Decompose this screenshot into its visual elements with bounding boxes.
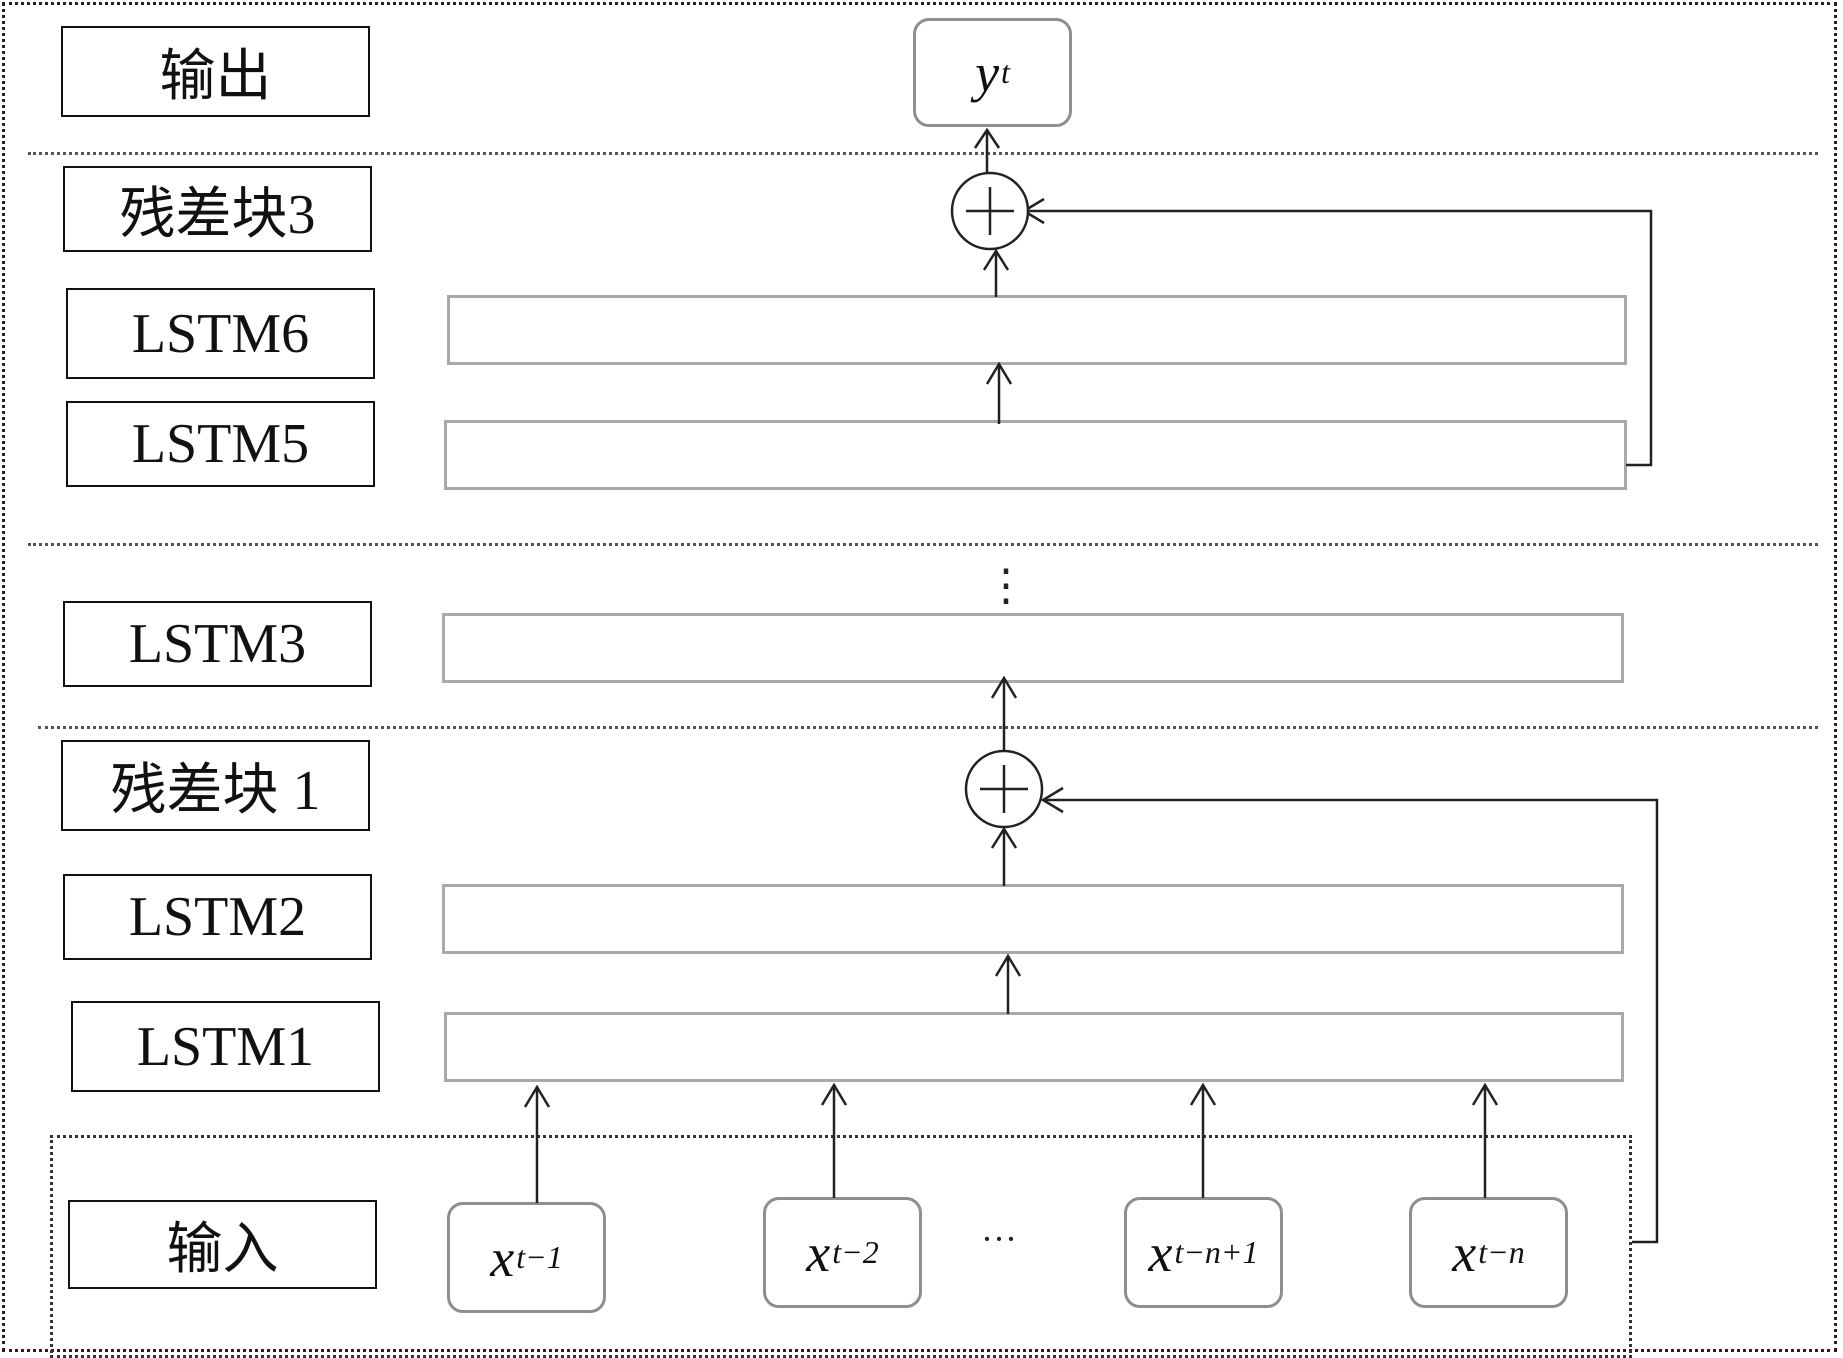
label-residual-block-3: 残差块3 bbox=[63, 166, 372, 252]
lstm5-layer bbox=[444, 420, 1627, 490]
input-node-1-base: x bbox=[490, 1227, 515, 1288]
input-node-2-sub: t−2 bbox=[832, 1234, 879, 1270]
arrowhead-input3-to-lstm1 bbox=[1189, 1082, 1217, 1106]
lstm3-layer bbox=[442, 613, 1624, 683]
residual-skip-block3 bbox=[1024, 209, 1653, 467]
arrowhead-lstm5-to-lstm6 bbox=[985, 361, 1013, 385]
input-group-box bbox=[50, 1135, 1632, 1358]
residual-skip-block1 bbox=[1043, 798, 1659, 1244]
horizontal-ellipsis: ··· bbox=[981, 1219, 1017, 1259]
label-lstm1: LSTM1 bbox=[71, 1001, 380, 1092]
label-input: 输入 bbox=[68, 1200, 377, 1289]
input-node-3-sub: t−n+1 bbox=[1174, 1234, 1259, 1270]
arrowhead-lstm2-to-adder1 bbox=[990, 826, 1018, 849]
arrowhead-skip-block1 bbox=[1040, 786, 1064, 814]
vertical-ellipsis: ⋮ bbox=[984, 561, 1028, 610]
arrowhead-input1-to-lstm1 bbox=[523, 1084, 551, 1108]
input-node-2-base: x bbox=[806, 1222, 831, 1283]
label-lstm6: LSTM6 bbox=[66, 288, 375, 379]
label-lstm2: LSTM2 bbox=[63, 874, 372, 960]
label-residual-block-1: 残差块 1 bbox=[61, 740, 370, 831]
arrowhead-lstm6-to-adder3 bbox=[982, 248, 1010, 271]
lstm2-layer bbox=[442, 884, 1624, 954]
input-node-4-base: x bbox=[1452, 1222, 1477, 1283]
arrowhead-adder3-to-output bbox=[973, 127, 1001, 149]
label-output: 输出 bbox=[61, 26, 370, 117]
divider-output bbox=[28, 152, 1818, 155]
arrowhead-lstm1-to-lstm2 bbox=[994, 953, 1022, 977]
output-node-sub: t bbox=[1001, 54, 1010, 90]
arrowhead-input4-to-lstm1 bbox=[1471, 1082, 1499, 1106]
divider-block3 bbox=[28, 543, 1818, 546]
input-node-3-base: x bbox=[1148, 1222, 1173, 1283]
input-node-1-sub: t−1 bbox=[516, 1239, 563, 1275]
label-lstm5: LSTM5 bbox=[66, 401, 375, 487]
arrowhead-adder1-to-lstm3 bbox=[990, 675, 1018, 699]
label-lstm3: LSTM3 bbox=[63, 601, 372, 687]
lstm6-layer bbox=[447, 295, 1627, 365]
lstm1-layer bbox=[444, 1012, 1624, 1082]
output-node-base: y bbox=[975, 42, 1000, 103]
input-node-4-sub: t−n bbox=[1478, 1234, 1525, 1270]
divider-block1 bbox=[38, 726, 1818, 729]
arrowhead-input2-to-lstm1 bbox=[820, 1082, 848, 1106]
